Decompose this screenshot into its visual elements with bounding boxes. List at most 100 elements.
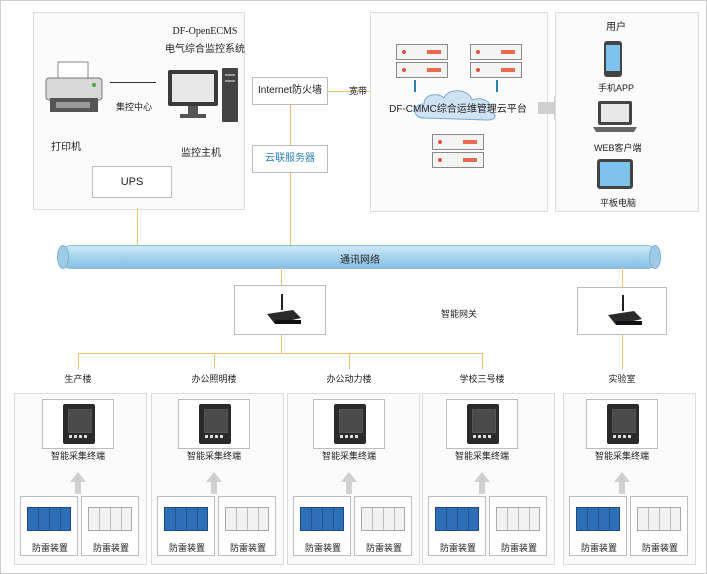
server-icon: [470, 44, 522, 60]
surge-protector-icon: [27, 507, 71, 531]
surge-protector-icon: [576, 507, 620, 531]
firewall-label: Internet防火墙: [258, 85, 322, 96]
center-label: 集控中心: [116, 102, 153, 112]
spd-box-a: 防雷装置: [569, 496, 627, 556]
arrow-up-shaft: [211, 482, 217, 494]
surge-protector-icon: [637, 507, 681, 531]
surge-protector-icon: [496, 507, 540, 531]
spd-box-a: 防雷装置: [157, 496, 215, 556]
terminal-box: [42, 399, 114, 449]
host-label: 监控主机: [181, 148, 221, 159]
surge-protector-icon: [361, 507, 405, 531]
terminal-box: [586, 399, 658, 449]
spd-label-b: 防雷装置: [641, 543, 678, 553]
surge-protector-icon: [88, 507, 132, 531]
spd-label-a: 防雷装置: [31, 543, 68, 553]
arrow-up-icon: [206, 472, 222, 482]
spd-label-a: 防雷装置: [439, 543, 476, 553]
network-bar-label: 通讯网络: [340, 255, 380, 266]
cloud-links: [496, 80, 498, 92]
acquisition-terminal-icon: [467, 404, 499, 444]
spd-label-b: 防雷装置: [365, 543, 402, 553]
building-name: 生产楼: [64, 374, 92, 384]
network-bar: [57, 245, 661, 269]
cloudserver-bar-link: [290, 173, 291, 245]
phone-label: 手机APP: [598, 83, 635, 93]
tablet-icon: [597, 159, 633, 189]
terminal-box: [446, 399, 518, 449]
acquisition-terminal-icon: [199, 404, 231, 444]
wireless-gateway-icon: [608, 295, 642, 325]
arrow-up-shaft: [479, 482, 485, 494]
desktop-computer-icon: [168, 68, 238, 122]
system-name-line2: 电气综合监控系统: [165, 44, 245, 55]
building-name: 学校三号楼: [459, 374, 505, 384]
surge-protector-icon: [300, 507, 344, 531]
broadband-label: 宽带: [349, 86, 368, 96]
arrow-up-shaft: [75, 482, 81, 494]
spd-box-b: 防雷装置: [354, 496, 412, 556]
printer-host-link: [110, 82, 156, 83]
terminal-label: 智能采集终端: [186, 451, 241, 461]
building-name: 办公动力楼: [326, 374, 372, 384]
spd-box-b: 防雷装置: [81, 496, 139, 556]
spd-box-a: 防雷装置: [20, 496, 78, 556]
cloud-links: [414, 80, 416, 92]
center-bar-link: [137, 208, 138, 245]
spd-box-b: 防雷装置: [218, 496, 276, 556]
tablet-label: 平板电脑: [600, 198, 637, 208]
bus-drop-2: [214, 353, 215, 369]
ups-box: UPS: [92, 166, 172, 198]
arrow-up-shaft: [619, 482, 625, 494]
terminal-label: 智能采集终端: [321, 451, 376, 461]
spd-box-b: 防雷装置: [489, 496, 547, 556]
web-label: WEB客户端: [594, 143, 642, 153]
acquisition-terminal-icon: [63, 404, 95, 444]
cloud-server-box: 云联服务器: [252, 145, 328, 173]
system-name-line1: DF-OpenECMS: [172, 26, 238, 37]
server-icon: [432, 134, 484, 150]
spd-label-a: 防雷装置: [168, 543, 205, 553]
smartphone-icon: [604, 41, 622, 77]
surge-protector-icon: [435, 507, 479, 531]
gateway-right-link: [622, 267, 623, 287]
laptop-icon: [593, 101, 637, 132]
spd-label-a: 防雷装置: [580, 543, 617, 553]
terminal-label: 智能采集终端: [594, 451, 649, 461]
cloud-icon: [414, 90, 496, 121]
users-title: 用户: [606, 22, 626, 33]
firewall-cloudserver-link: [290, 105, 291, 145]
bus-drop-1: [78, 353, 79, 369]
terminal-box: [313, 399, 385, 449]
surge-protector-icon: [164, 507, 208, 531]
acquisition-terminal-icon: [334, 404, 366, 444]
surge-protector-icon: [225, 507, 269, 531]
bus-drop-4: [482, 353, 483, 369]
gateway-left-link: [281, 267, 282, 285]
spd-label-b: 防雷装置: [229, 543, 266, 553]
printer-icon: [45, 61, 103, 112]
wireless-gateway-icon: [267, 294, 301, 324]
firewall-box: Internet防火墙: [252, 77, 328, 105]
spd-box-a: 防雷装置: [428, 496, 486, 556]
server-icon: [396, 44, 448, 60]
spd-label-a: 防雷装置: [304, 543, 341, 553]
arrow-up-icon: [614, 472, 630, 482]
spd-box-b: 防雷装置: [630, 496, 688, 556]
ups-label: UPS: [120, 176, 144, 188]
bus-drop-3: [349, 353, 350, 369]
building-bus: [78, 353, 482, 354]
server-icon: [396, 62, 448, 78]
server-icon: [470, 62, 522, 78]
cloud-server-label: 云联服务器: [265, 153, 315, 164]
acquisition-terminal-icon: [607, 404, 639, 444]
arrow-up-icon: [474, 472, 490, 482]
terminal-label: 智能采集终端: [50, 451, 105, 461]
arrow-up-shaft: [346, 482, 352, 494]
spd-label-b: 防雷装置: [92, 543, 129, 553]
building-name: 实验室: [608, 374, 636, 384]
gateway-right-box: [577, 287, 667, 335]
arrow-up-icon: [70, 472, 86, 482]
spd-label-b: 防雷装置: [500, 543, 537, 553]
printer-label: 打印机: [51, 142, 81, 153]
